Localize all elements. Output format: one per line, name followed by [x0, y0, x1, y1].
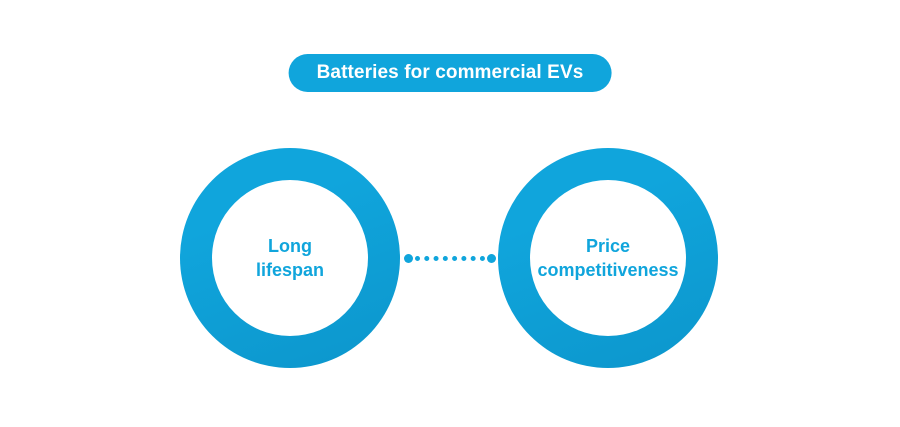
- node-price-competitiveness-inner: Price competitiveness: [530, 180, 686, 336]
- dotted-connector: [404, 253, 496, 263]
- node-long-lifespan: Long lifespan: [180, 148, 400, 368]
- connector-end-dot-right: [487, 253, 496, 263]
- diagram-title-badge: Batteries for commercial EVs: [288, 54, 612, 92]
- connector-end-dot-left: [404, 253, 413, 263]
- connector-dots: [415, 255, 485, 261]
- diagram-title: Batteries for commercial EVs: [316, 62, 584, 83]
- node-price-competitiveness: Price competitiveness: [498, 148, 718, 368]
- node-long-lifespan-inner: Long lifespan: [212, 180, 368, 336]
- node-price-competitiveness-label: Price competitiveness: [537, 235, 679, 280]
- node-long-lifespan-label: Long lifespan: [255, 235, 325, 280]
